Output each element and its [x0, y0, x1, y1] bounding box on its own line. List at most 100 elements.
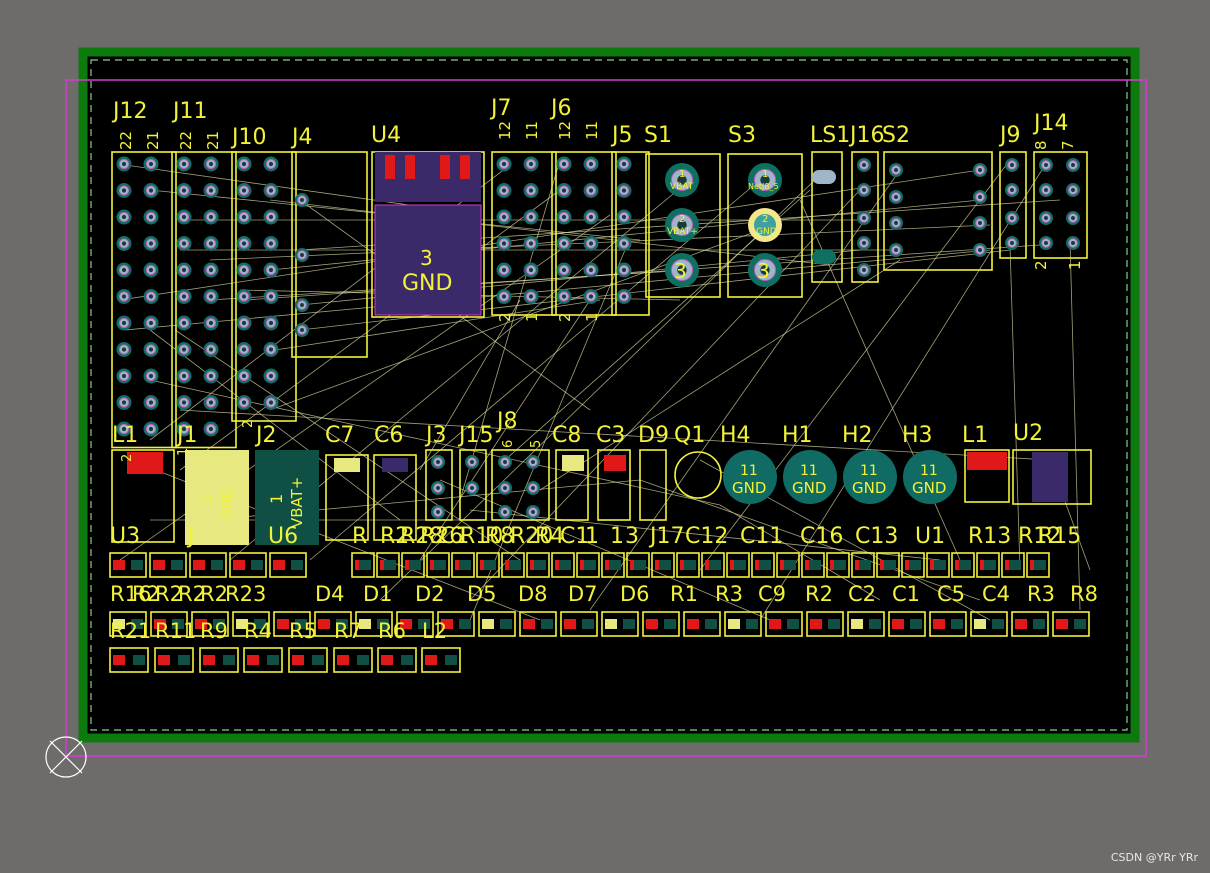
comp-h0[interactable] [723, 450, 777, 504]
comp-row5-1[interactable] [154, 647, 194, 673]
comp-h3[interactable] [903, 450, 957, 504]
comp-row5-2[interactable] [199, 647, 239, 673]
comp-row3-12[interactable] [651, 552, 675, 578]
comp-row4-1[interactable] [150, 611, 188, 637]
comp-row3-0[interactable] [351, 552, 375, 578]
comp-l1b[interactable] [964, 449, 1010, 503]
comp-row3-25[interactable] [976, 552, 1000, 578]
comp-row3-21[interactable] [876, 552, 900, 578]
comp-row4-17[interactable] [806, 611, 844, 637]
comp-j6[interactable] [551, 151, 617, 316]
comp-j5[interactable] [611, 151, 650, 316]
comp-j12[interactable] [111, 151, 177, 449]
comp-row3-18[interactable] [801, 552, 825, 578]
comp-j1[interactable] [185, 450, 249, 545]
comp-row3-11[interactable] [626, 552, 650, 578]
comp-row4-4[interactable] [273, 611, 311, 637]
comp-row3-23[interactable] [926, 552, 950, 578]
comp-j16[interactable] [851, 151, 879, 283]
comp-row3-16[interactable] [751, 552, 775, 578]
comp-u0[interactable] [109, 552, 147, 578]
comp-j7[interactable] [491, 151, 557, 316]
comp-row3-8[interactable] [551, 552, 575, 578]
comp-j4[interactable] [291, 151, 368, 358]
comp-row3-17[interactable] [776, 552, 800, 578]
comp-row4-19[interactable] [888, 611, 926, 637]
comp-row5-4[interactable] [288, 647, 328, 673]
comp-row4-21[interactable] [970, 611, 1008, 637]
comp-row3-27[interactable] [1026, 552, 1050, 578]
comp-row4-8[interactable] [437, 611, 475, 637]
comp-row4-10[interactable] [519, 611, 557, 637]
comp-row3-1[interactable] [376, 552, 400, 578]
comp-ls1[interactable] [811, 151, 843, 283]
comp-j14[interactable] [1033, 151, 1088, 259]
comp-row3-24[interactable] [951, 552, 975, 578]
comp-row3-5[interactable] [476, 552, 500, 578]
comp-row5-0[interactable] [109, 647, 149, 673]
comp-row4-12[interactable] [601, 611, 639, 637]
comp-row4-5[interactable] [314, 611, 352, 637]
comp-c6[interactable] [373, 454, 417, 541]
comp-row4-9[interactable] [478, 611, 516, 637]
comp-row3-3[interactable] [426, 552, 450, 578]
comp-q1[interactable] [674, 451, 722, 499]
comp-row3-20[interactable] [851, 552, 875, 578]
comp-h1[interactable] [783, 450, 837, 504]
comp-row3-10[interactable] [601, 552, 625, 578]
comp-row5-6[interactable] [377, 647, 417, 673]
comp-row3-15[interactable] [726, 552, 750, 578]
comp-c8[interactable] [555, 449, 589, 521]
comp-j3[interactable] [425, 449, 453, 521]
comp-row3-4[interactable] [451, 552, 475, 578]
comp-u2[interactable] [189, 552, 227, 578]
comp-row4-15[interactable] [724, 611, 762, 637]
comp-row3-22[interactable] [901, 552, 925, 578]
comp-j8[interactable] [491, 449, 550, 521]
comp-row3-7[interactable] [526, 552, 550, 578]
comp-row3-6[interactable] [501, 552, 525, 578]
comp-row3-9[interactable] [576, 552, 600, 578]
comp-u2[interactable] [1012, 449, 1092, 505]
components[interactable] [109, 151, 1092, 673]
comp-u1[interactable] [149, 552, 187, 578]
comp-row4-20[interactable] [929, 611, 967, 637]
comp-l1[interactable] [111, 449, 175, 543]
comp-row4-7[interactable] [396, 611, 434, 637]
comp-row3-26[interactable] [1001, 552, 1025, 578]
comp-row3-2[interactable] [401, 552, 425, 578]
comp-row4-23[interactable] [1052, 611, 1090, 637]
comp-u4[interactable] [269, 552, 307, 578]
comp-j11[interactable] [171, 151, 237, 449]
comp-row4-18[interactable] [847, 611, 885, 637]
comp-row3-19[interactable] [826, 552, 850, 578]
comp-c7[interactable] [325, 454, 369, 541]
comp-c3[interactable] [597, 449, 631, 521]
comp-h2[interactable] [843, 450, 897, 504]
comp-s3[interactable] [727, 153, 803, 298]
comp-j2[interactable] [255, 450, 319, 545]
comp-row4-2[interactable] [191, 611, 229, 637]
comp-row4-22[interactable] [1011, 611, 1049, 637]
comp-row4-6[interactable] [355, 611, 393, 637]
comp-s2[interactable] [883, 151, 993, 271]
comp-u3[interactable] [229, 552, 267, 578]
comp-row5-3[interactable] [243, 647, 283, 673]
comp-row4-11[interactable] [560, 611, 598, 637]
comp-s1[interactable] [645, 153, 721, 298]
comp-row4-0[interactable] [109, 611, 147, 637]
comp-row4-3[interactable] [232, 611, 270, 637]
comp-row4-16[interactable] [765, 611, 803, 637]
comp-j9[interactable] [999, 151, 1027, 259]
comp-row5-5[interactable] [333, 647, 373, 673]
comp-row4-13[interactable] [642, 611, 680, 637]
comp-row5-7[interactable] [421, 647, 461, 673]
comp-d9[interactable] [639, 449, 667, 521]
comp-j15[interactable] [459, 449, 487, 521]
comp-row4-14[interactable] [683, 611, 721, 637]
comp-row3-13[interactable] [676, 552, 700, 578]
comp-j10[interactable] [231, 151, 297, 422]
board[interactable] [78, 47, 1140, 743]
comp-row3-14[interactable] [701, 552, 725, 578]
